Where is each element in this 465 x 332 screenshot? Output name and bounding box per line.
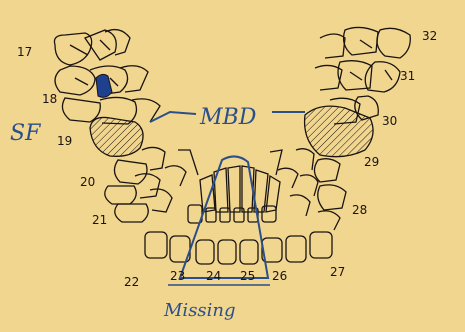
tooth-number-20: 20 (80, 175, 95, 189)
incisors (145, 166, 332, 264)
tooth-number-22: 22 (124, 275, 139, 289)
right-premolars (270, 149, 346, 230)
tooth-number-29: 29 (364, 155, 379, 169)
tooth-number-31: 31 (400, 69, 415, 83)
tooth-number-24: 24 (206, 269, 221, 283)
tooth-number-26: 26 (272, 269, 287, 283)
left-premolars (105, 147, 198, 222)
sf-annotation: SF (10, 121, 41, 146)
left-hatched-tooth (90, 117, 143, 156)
tooth-number-30: 30 (382, 114, 397, 128)
tooth-number-19: 19 (57, 134, 72, 148)
missing-outline (180, 156, 268, 278)
mbd-leader (150, 112, 196, 122)
tooth-number-17: 17 (17, 45, 32, 59)
tooth-number-18: 18 (42, 92, 57, 106)
filled-tooth-marker (96, 74, 112, 97)
right-hatched-tooth (305, 106, 373, 157)
tooth-number-21: 21 (92, 213, 107, 227)
tooth-number-32: 32 (422, 29, 437, 43)
tooth-number-25: 25 (240, 269, 255, 283)
tooth-number-28: 28 (352, 203, 367, 217)
mbd-annotation: MBD (199, 105, 257, 130)
missing-annotation: Missing (163, 300, 236, 321)
tooth-number-23: 23 (170, 269, 185, 283)
tooth-number-27: 27 (330, 265, 345, 279)
